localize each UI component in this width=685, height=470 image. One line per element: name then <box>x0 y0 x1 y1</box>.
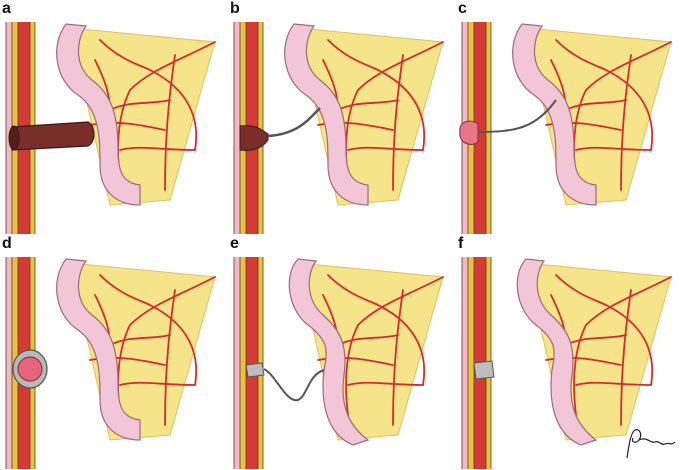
cyst <box>17 356 43 382</box>
artist-signature <box>626 429 676 459</box>
panel-drawing <box>233 22 444 234</box>
panel-label: e <box>230 235 239 252</box>
panel-label: d <box>2 235 12 252</box>
bowel-loop <box>512 23 597 206</box>
panel-c: c <box>456 0 684 235</box>
panel-drawing <box>5 22 216 234</box>
panel-label: f <box>458 235 464 252</box>
panel-a: a <box>0 0 228 235</box>
panel-label: b <box>230 0 240 17</box>
panel-d: d <box>0 235 228 470</box>
panel-drawing <box>459 22 672 234</box>
panel-drawing <box>233 257 444 469</box>
fibrous-cord <box>477 99 557 133</box>
panel-label: a <box>2 0 11 17</box>
mesentery <box>525 27 672 206</box>
mesentery <box>297 27 444 206</box>
bowel-loop <box>516 258 598 446</box>
panel-e: e <box>228 235 456 470</box>
bowel-loop <box>56 258 141 441</box>
bowel-loop <box>284 23 369 206</box>
mesentery <box>69 27 216 206</box>
panel-label: c <box>458 0 467 17</box>
mesentery <box>297 262 444 441</box>
panel-drawing <box>5 257 216 469</box>
mesentery <box>525 262 672 441</box>
panel-drawing <box>461 257 672 469</box>
scar-plug <box>473 360 495 380</box>
bowel-loop <box>288 258 370 446</box>
fibrous-cord <box>267 107 321 138</box>
umbilical-nodule <box>459 120 479 145</box>
tract-stump <box>239 125 269 151</box>
bowel-loop <box>56 23 141 206</box>
open-tract <box>11 121 95 151</box>
scar-plug <box>245 362 265 378</box>
panel-b: b <box>228 0 456 235</box>
mesentery <box>69 262 216 441</box>
fibrous-cord <box>263 368 325 402</box>
tract-opening <box>8 125 20 151</box>
panel-f: f <box>456 235 684 470</box>
